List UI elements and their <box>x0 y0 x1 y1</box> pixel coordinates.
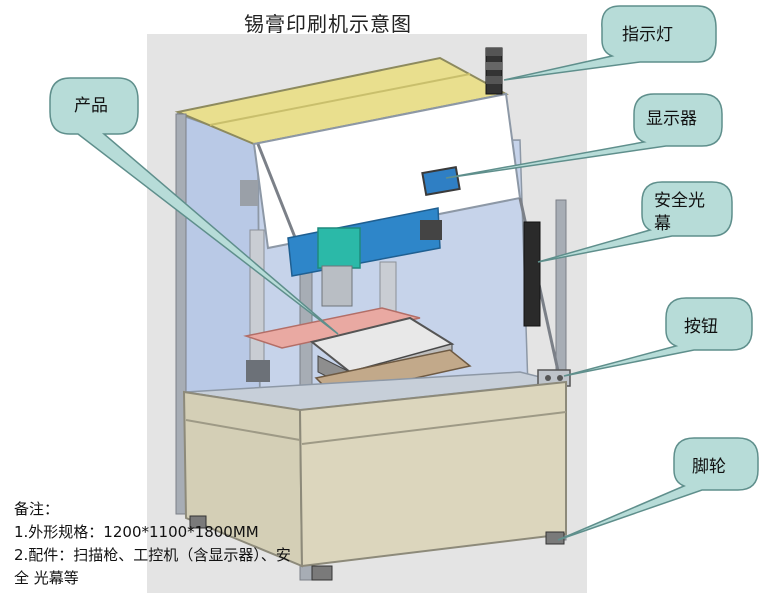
callout-product-text: 产品 <box>74 96 108 116</box>
safety-light-curtain <box>523 221 541 327</box>
carriage <box>317 227 361 269</box>
caster-3 <box>189 515 207 529</box>
callout-indicator-light-text: 指示灯 <box>622 25 673 45</box>
callout-display: 显示器 <box>445 93 723 179</box>
caster-1 <box>311 565 333 581</box>
display-screen <box>421 166 461 196</box>
callout-caster-text: 脚轮 <box>692 457 726 477</box>
callout-indicator-light: 指示灯 <box>503 5 717 81</box>
callout-safety-curtain-text-1: 安全光 <box>654 191 705 211</box>
callout-safety-curtain: 安全光 幕 <box>537 181 733 263</box>
callout-safety-curtain-text-2: 幕 <box>654 214 671 234</box>
callout-button: 按钮 <box>563 297 753 377</box>
notes-line-1: 1.外形规格：1200*1100*1800MM <box>14 523 259 541</box>
platform <box>243 307 421 349</box>
diagram-title: 锡膏印刷机示意图 <box>244 12 412 36</box>
lower-cabinet-front <box>298 380 567 568</box>
callout-display-text: 显示器 <box>646 109 697 129</box>
left-glass-panel <box>176 112 262 398</box>
callout-button-text: 按钮 <box>684 317 718 337</box>
callout-product: 产品 <box>49 77 339 335</box>
notes-heading: 备注： <box>14 500 60 518</box>
notes-line-2: 2.配件：扫描枪、工控机（含显示器）、安 <box>14 546 291 564</box>
notes-line-3: 全 光幕等 <box>14 569 79 587</box>
left-front-post <box>175 113 187 515</box>
notes-block: 备注： 1.外形规格：1200*1100*1800MM 2.配件：扫描枪、工控机… <box>14 498 291 590</box>
callout-caster: 脚轮 <box>557 437 759 541</box>
